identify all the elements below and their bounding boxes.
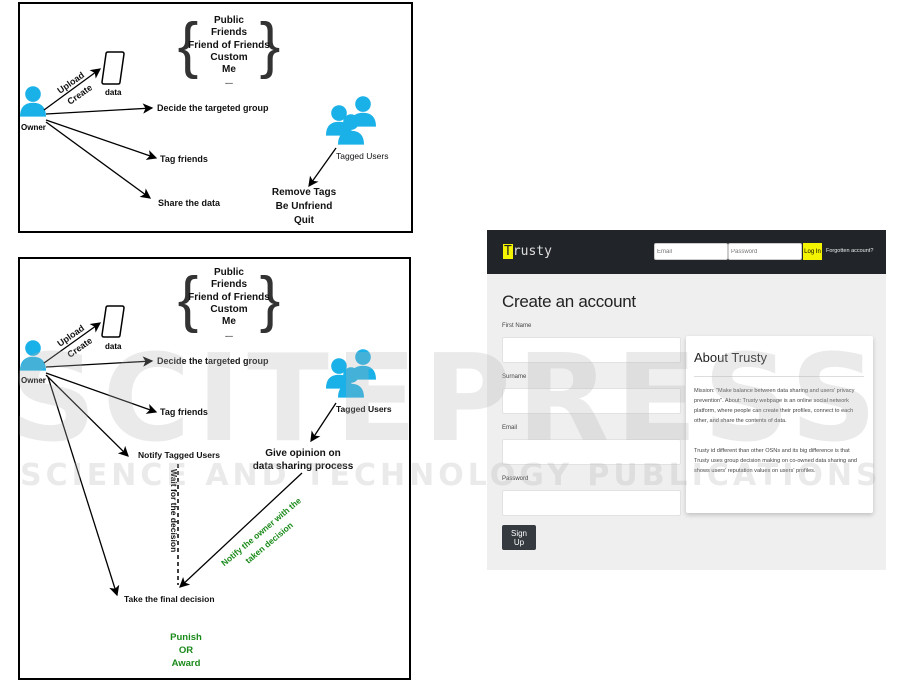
opinion-line: data sharing process — [253, 461, 354, 472]
tagged-users-label: Tagged Users — [336, 404, 392, 414]
password-input[interactable] — [502, 490, 681, 516]
reaction: Be Unfriend — [276, 201, 333, 212]
opinion-line: Give opinion on — [265, 448, 341, 459]
privacy-option: Custom — [210, 304, 247, 315]
notify-tagged-label: Notify Tagged Users — [138, 450, 220, 460]
brace-right: } — [260, 11, 281, 80]
login-button[interactable]: Log In — [803, 243, 822, 260]
outcome-line: Award — [172, 658, 201, 669]
data-label: data — [105, 88, 122, 97]
privacy-option: .... — [225, 79, 233, 86]
privacy-option: Me — [222, 64, 236, 75]
about-mission: Mission: "Make balance between data shar… — [694, 388, 855, 424]
brace-right: } — [260, 265, 281, 334]
surname-input[interactable] — [502, 388, 681, 414]
reaction: Remove Tags — [272, 187, 337, 198]
brace-left: { — [178, 11, 199, 80]
page-title: Create an account — [502, 292, 636, 311]
data-document-icon — [101, 51, 125, 85]
email-input[interactable] — [502, 439, 681, 465]
privacy-option: Friend of Friends — [188, 292, 270, 303]
sign-up-button[interactable]: Sign Up — [502, 525, 536, 550]
email-label: Email — [502, 425, 518, 431]
owner-label: Owner — [21, 123, 46, 132]
tag-friends-label: Tag friends — [160, 154, 208, 164]
about-difference: Trusty id different than other OSNs and … — [694, 448, 858, 474]
diagram-group-decision: { } Public Friends Friend of Friends Cus… — [18, 257, 411, 680]
privacy-option: Custom — [210, 52, 247, 63]
privacy-option: Friends — [211, 27, 248, 38]
privacy-option: Friend of Friends — [188, 40, 270, 51]
owner-label: Owner — [21, 376, 46, 385]
diagram-ownership-basic: { } Public Friends Friend of Friends Cus… — [18, 2, 413, 233]
logo-text: rusty — [512, 244, 552, 259]
about-card: About Trusty Mission: "Make balance betw… — [686, 336, 873, 513]
data-label: data — [105, 342, 122, 351]
divider — [694, 376, 864, 377]
privacy-option: Public — [214, 267, 244, 278]
privacy-option: Friends — [211, 279, 248, 290]
share-data-label: Share the data — [158, 198, 221, 208]
login-email-input[interactable] — [654, 243, 728, 260]
tagged-users-label: Tagged Users — [336, 151, 388, 161]
tag-friends-label: Tag friends — [160, 407, 208, 417]
trusty-signup-screenshot: Trusty Log In Forgotten account? Create … — [487, 230, 886, 570]
first-name-label: First Name — [502, 323, 532, 329]
privacy-option: Public — [214, 15, 244, 26]
first-name-input[interactable] — [502, 337, 681, 363]
brace-left: { — [178, 265, 199, 334]
surname-label: Surname — [502, 374, 527, 380]
wait-label: Wait for the decision — [169, 469, 179, 552]
navbar: Trusty Log In Forgotten account? — [487, 230, 886, 274]
about-title: About Trusty — [694, 350, 767, 365]
decide-group-label: Decide the targeted group — [157, 356, 269, 366]
forgotten-account-link[interactable]: Forgotten account? — [826, 248, 874, 254]
password-label: Password — [502, 476, 529, 482]
outcome-line: Punish — [170, 632, 202, 643]
data-document-icon — [101, 305, 125, 338]
final-decision-label: Take the final decision — [124, 594, 215, 604]
trusty-logo[interactable]: Trusty — [503, 244, 552, 259]
logo-letter: T — [503, 244, 513, 259]
outcome-line: OR — [179, 645, 193, 656]
reaction: Quit — [294, 215, 315, 226]
login-password-input[interactable] — [728, 243, 802, 260]
privacy-option: Me — [222, 316, 236, 327]
privacy-option: .... — [225, 332, 233, 339]
decide-group-label: Decide the targeted group — [157, 103, 269, 113]
